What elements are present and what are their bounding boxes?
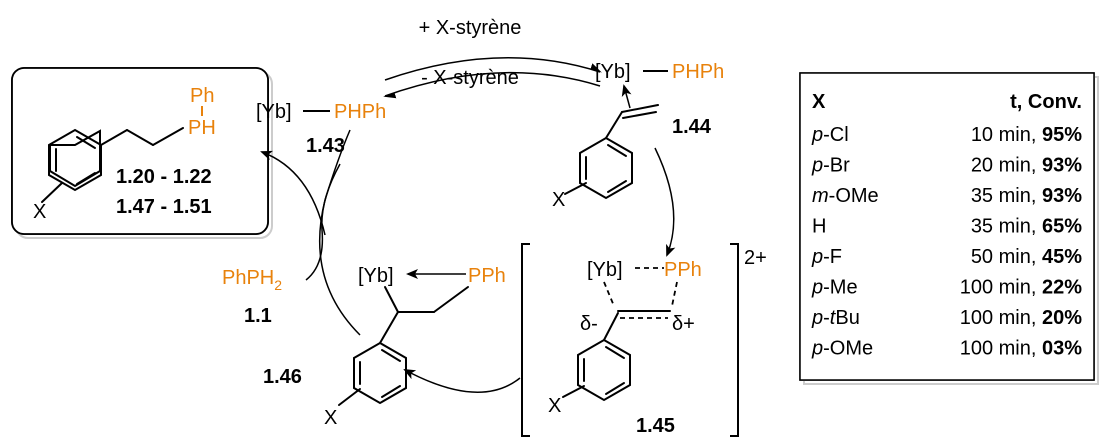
- compound-1-43: [Yb] PHPh 1.43: [256, 101, 386, 157]
- table-row-time-conversion: 100 min, 20%: [960, 307, 1083, 329]
- c146-x-label: X: [324, 407, 337, 429]
- c146-benzene-ring: [353, 341, 407, 405]
- product-label-2: 1.47 - 1.51: [116, 196, 212, 218]
- table-row-time-conversion: 35 min, 65%: [971, 216, 1082, 238]
- arc-reagent-join: [305, 163, 341, 281]
- c145-label: 1.45: [636, 415, 675, 437]
- compound-1-46: [Yb] PPh X 1.46: [263, 265, 506, 429]
- c143-yb: [Yb]: [256, 101, 292, 123]
- table-header-x: X: [812, 91, 826, 113]
- c145-x-label: X: [548, 395, 561, 417]
- c143-label: 1.43: [306, 135, 345, 157]
- reagent-label: 1.1: [244, 305, 272, 327]
- results-table: X t, Conv. p-Cl 10 min, 95% p-Br 20 min, 93…: [799, 72, 1099, 385]
- table-row-substituent: p-tBu: [811, 307, 860, 329]
- arrow-1-44-to-1-45: [654, 147, 676, 257]
- table-row-time-conversion: 35 min, 93%: [971, 185, 1082, 207]
- reagent-name: PhPH2: [222, 267, 282, 293]
- c145-yb: [Yb]: [587, 259, 623, 281]
- c146-label: 1.46: [263, 366, 302, 388]
- c144-yb: [Yb]: [595, 61, 631, 83]
- c145-charge: 2+: [744, 247, 767, 269]
- product-ph-label: Ph: [190, 85, 214, 107]
- table-row-time-conversion: 100 min, 22%: [960, 277, 1083, 299]
- c144-benzene-ring: [579, 136, 633, 200]
- table-row-time-conversion: 100 min, 03%: [960, 338, 1083, 360]
- table-header-time-conv: t, Conv.: [1010, 91, 1082, 113]
- arrow-to-product: [260, 150, 326, 236]
- table-row-time-conversion: 50 min, 45%: [971, 246, 1082, 268]
- c144-phosphide: PHPh: [672, 61, 724, 83]
- c144-x-label: X: [552, 189, 565, 211]
- compound-1-45: 2+ [Yb] PPh δ- δ+ X 1.45: [521, 243, 767, 437]
- table-row-substituent: H: [812, 216, 826, 238]
- c146-yb: [Yb]: [358, 265, 394, 287]
- c144-label: 1.44: [672, 116, 712, 138]
- product-x-label: X: [33, 201, 46, 223]
- c146-phosphide: PPh: [468, 265, 506, 287]
- table-row-substituent: p-F: [811, 246, 842, 268]
- reagent-phph2: PhPH2 1.1: [222, 267, 282, 327]
- table-row-substituent: p-OMe: [811, 338, 873, 360]
- table-row-substituent: p-Br: [811, 155, 850, 177]
- product-ph-phosphine: PH: [188, 117, 216, 139]
- add-styrene-label: + X-styrène: [419, 17, 522, 39]
- equilibrium-arrows: + X-styrène - X-styrène: [383, 17, 602, 99]
- arrow-1-45-to-1-46: [403, 369, 521, 393]
- table-row-substituent: p-Me: [811, 277, 858, 299]
- c145-benzene-ring: [577, 338, 631, 402]
- c143-phosphide: PHPh: [334, 101, 386, 123]
- c145-delta-minus: δ-: [580, 313, 598, 335]
- compound-1-44: [Yb] PHPh X 1.44: [552, 61, 724, 211]
- table-row-time-conversion: 10 min, 95%: [971, 124, 1082, 146]
- remove-styrene-label: - X-styrène: [421, 67, 519, 89]
- c145-phosphide: PPh: [664, 259, 702, 281]
- table-row-substituent: m-OMe: [812, 185, 879, 207]
- c145-delta-plus: δ+: [672, 313, 695, 335]
- product-label-1: 1.20 - 1.22: [116, 166, 212, 188]
- table-row-substituent: p-Cl: [811, 124, 849, 146]
- arc-1-46-to-1-43: [319, 129, 361, 336]
- table-rows: p-Cl 10 min, 95% p-Br 20 min, 93% m-OMe 35 mi…: [811, 124, 1082, 360]
- product-box: X Ph PH 1.20 - 1.22 1.47 - 1.51: [11, 67, 273, 239]
- table-row-time-conversion: 20 min, 93%: [971, 155, 1082, 177]
